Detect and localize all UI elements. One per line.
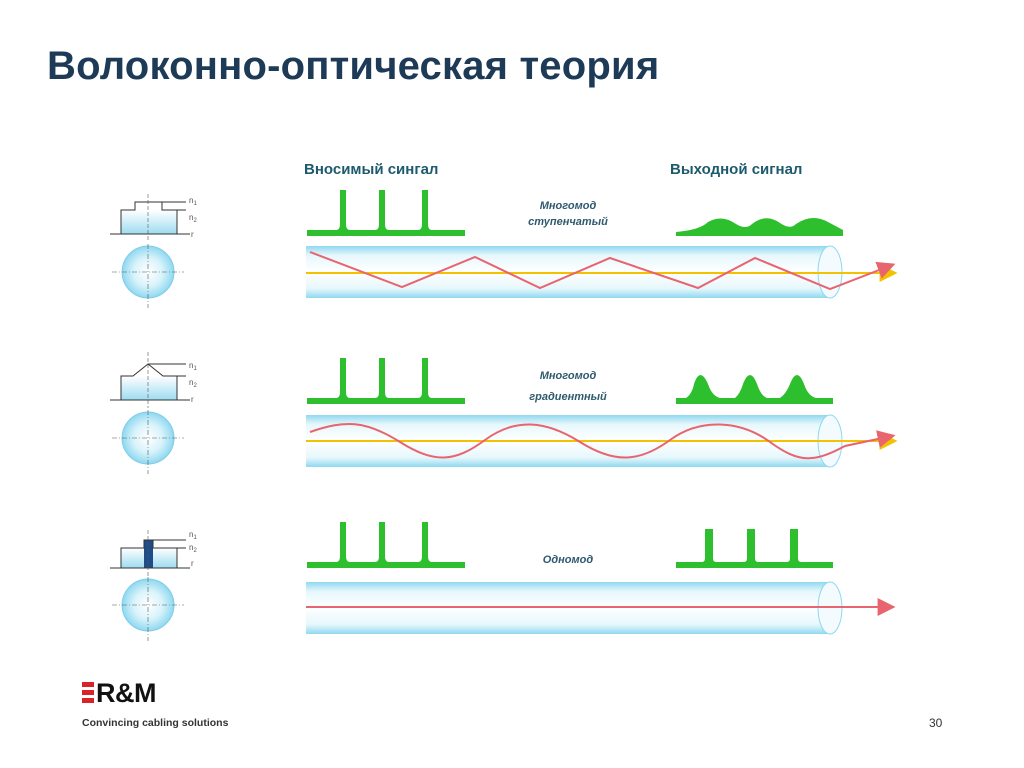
- page-title: Волоконно-оптическая теория: [47, 44, 660, 88]
- index-profile-graded: n1 n2 r: [110, 352, 197, 408]
- index-profile-step: n1 n2 r: [110, 194, 197, 242]
- svg-text:n2: n2: [189, 378, 197, 389]
- input-pulses: [307, 190, 465, 236]
- mode-label-single-mode: Одномод: [498, 552, 638, 568]
- svg-text:n2: n2: [189, 213, 197, 224]
- mode-label-line2: градиентный: [529, 391, 607, 403]
- svg-text:n2: n2: [189, 543, 197, 554]
- output-pulses: [676, 375, 833, 404]
- row-step-index: n1 n2 r: [110, 190, 898, 308]
- input-pulses: [307, 522, 465, 568]
- mode-label-line1: Многомод: [539, 370, 597, 382]
- fiber-cross-section: [112, 577, 184, 641]
- svg-text:r: r: [191, 559, 194, 568]
- page-number: 30: [929, 716, 943, 730]
- index-profile-single: n1 n2 r: [110, 530, 197, 576]
- svg-text:r: r: [191, 230, 194, 239]
- mode-label-graded-index: Многомод градиентный: [498, 368, 638, 405]
- output-signal-header: Выходной сигнал: [670, 161, 803, 178]
- rm-logo-icon: [82, 682, 94, 703]
- output-pulses: [676, 529, 833, 568]
- mode-label-line2: ступенчатый: [528, 216, 608, 228]
- row-graded-index: n1 n2 r: [110, 352, 898, 474]
- output-pulses: [676, 217, 843, 236]
- light-ray: [309, 251, 896, 291]
- mode-label-line1: Одномод: [542, 554, 594, 566]
- svg-text:n1: n1: [189, 530, 197, 541]
- input-pulses: [307, 358, 465, 404]
- brand-name: R&M: [96, 678, 157, 708]
- fiber-cross-section: [112, 410, 184, 474]
- svg-text:r: r: [191, 395, 194, 404]
- fiber-cross-section: [112, 244, 184, 308]
- svg-text:n1: n1: [189, 196, 197, 207]
- mode-label-step-index: Многомод ступенчатый: [498, 198, 638, 230]
- svg-text:n1: n1: [189, 361, 197, 372]
- input-signal-header: Вносимый сингал: [304, 161, 439, 178]
- light-ray: [309, 423, 896, 460]
- mode-label-line1: Многомод: [539, 200, 597, 212]
- brand-tagline: Convincing cabling solutions: [82, 717, 229, 729]
- row-single-mode: n1 n2 r: [110, 522, 896, 641]
